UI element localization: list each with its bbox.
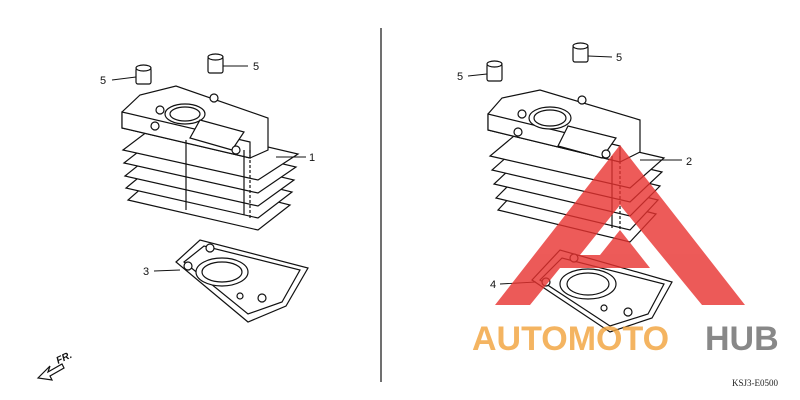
callout-left-5b: 5 (253, 61, 259, 73)
cylinder-left (121, 85, 300, 231)
base-gasket-left (175, 239, 309, 323)
callout-left-3: 3 (143, 266, 149, 278)
dowel-pin-right-2 (572, 42, 589, 63)
watermark-brand-part1: AUTOMOTO (472, 320, 669, 358)
watermark-logo: AUTOMOTO HUB (472, 145, 779, 358)
callout-right-2: 2 (686, 156, 692, 168)
dowel-pin-left-1 (135, 64, 152, 85)
callout-right-4: 4 (490, 279, 496, 291)
dowel-pin-left-2 (207, 53, 224, 74)
callout-right-5b: 5 (616, 52, 622, 64)
watermark-triangle-icon (495, 145, 745, 305)
reference-code: KSJ3-E0500 (731, 378, 778, 388)
watermark-brand-part2: HUB (705, 320, 779, 358)
callout-left-5a: 5 (100, 75, 106, 87)
callout-left-1: 1 (309, 152, 315, 164)
front-direction-arrow: FR. (36, 350, 74, 381)
front-direction-label: FR. (55, 350, 74, 367)
dowel-pin-right-1 (486, 60, 503, 82)
callout-right-5a: 5 (457, 71, 463, 83)
